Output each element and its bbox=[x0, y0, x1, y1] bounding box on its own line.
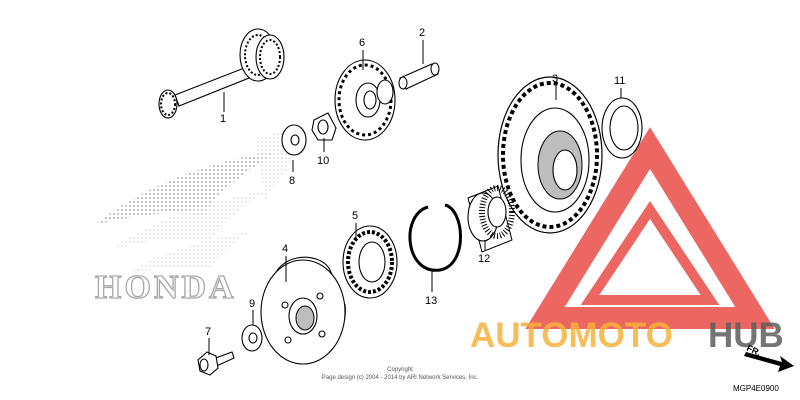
callout-6: 6 bbox=[359, 37, 365, 49]
callout-2: 2 bbox=[419, 27, 425, 39]
honda-wordmark: HONDA bbox=[95, 269, 237, 306]
callout-12: 12 bbox=[478, 253, 490, 265]
wordmark-hub: HUB bbox=[708, 316, 784, 355]
part-8-washer-hole bbox=[290, 134, 300, 146]
wordmark-automoto: AUTOMOTO bbox=[470, 316, 673, 355]
diagram-code: MGP4E0900 bbox=[733, 384, 779, 393]
part-1-shaft bbox=[158, 28, 285, 119]
front-direction-arrow: FR. bbox=[744, 343, 794, 372]
part-10-hole bbox=[317, 119, 329, 135]
part-6-gear bbox=[334, 59, 396, 141]
copyright-text: Page design (c) 2004 - 2014 by ARI Netwo… bbox=[322, 375, 479, 381]
callouts: 1 2 3 4 5 6 7 8 9 10 11 12 13 bbox=[205, 27, 625, 338]
part-12-needle-bearing bbox=[467, 185, 515, 253]
part-7-bolt bbox=[197, 351, 235, 376]
callout-7: 7 bbox=[205, 326, 211, 338]
callout-11: 11 bbox=[614, 75, 625, 87]
callout-13: 13 bbox=[425, 295, 437, 307]
automotohub-logo-triangle bbox=[525, 127, 775, 329]
part-2-pin bbox=[398, 62, 440, 90]
copyright-heading: Copyright bbox=[387, 367, 413, 373]
arrow-icon bbox=[744, 352, 794, 372]
part-11-plate bbox=[601, 97, 643, 159]
callout-4: 4 bbox=[282, 243, 288, 255]
callout-8: 8 bbox=[289, 175, 295, 187]
callout-1: 1 bbox=[220, 113, 226, 125]
callout-5: 5 bbox=[352, 210, 358, 222]
honda-wing-logo: HONDA bbox=[94, 125, 300, 307]
callout-10: 10 bbox=[317, 155, 329, 167]
part-9-hole bbox=[248, 332, 258, 344]
part-13-snap-ring bbox=[408, 203, 462, 272]
part-4-clutch-outer bbox=[260, 256, 346, 365]
callout-9: 9 bbox=[249, 298, 255, 310]
part-3-driven-gear bbox=[497, 76, 603, 234]
part-5-one-way-clutch bbox=[342, 225, 398, 299]
automotohub-wordmark: AUTOMOTO HUB bbox=[470, 316, 784, 355]
callout-3: 3 bbox=[552, 73, 558, 85]
leader-lines bbox=[208, 40, 622, 355]
